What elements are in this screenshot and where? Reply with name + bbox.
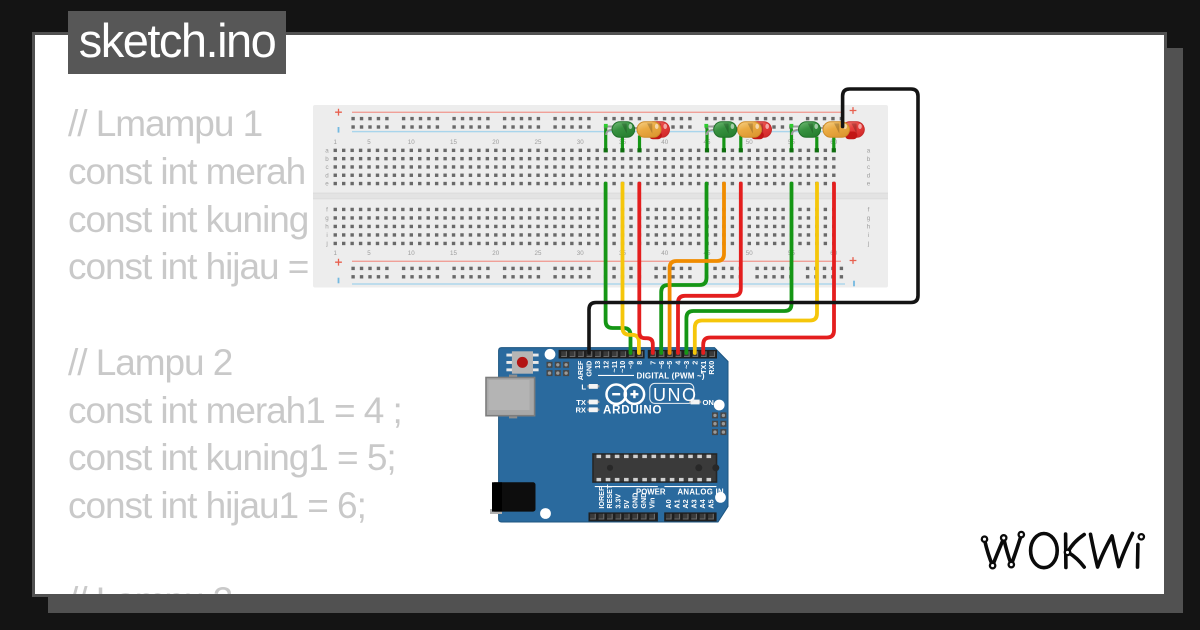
svg-text:~6: ~6 [657,361,666,369]
svg-text:~9: ~9 [627,361,636,369]
svg-text:A4: A4 [698,499,707,508]
svg-text:25: 25 [535,139,542,146]
svg-text:GND: GND [639,493,648,509]
svg-text:25: 25 [535,250,542,257]
svg-text:30: 30 [577,139,584,146]
svg-text:L: L [581,382,586,391]
svg-text:g: g [325,215,329,222]
svg-text:RESET: RESET [605,484,614,509]
svg-text:A0: A0 [664,499,673,508]
svg-text:A3: A3 [690,499,699,508]
svg-text:a: a [325,148,329,155]
svg-text:15: 15 [450,250,457,257]
svg-text:1: 1 [333,250,337,257]
svg-text:ANALOG IN: ANALOG IN [678,487,725,496]
svg-text:8: 8 [635,361,644,365]
svg-text:i: i [326,232,327,239]
svg-text:AREF: AREF [576,360,585,380]
svg-text:50: 50 [746,250,753,257]
svg-text:h: h [325,224,329,231]
svg-text:g: g [867,215,871,222]
svg-text:3.3V: 3.3V [614,494,623,509]
svg-text:40: 40 [661,139,668,146]
svg-text:5: 5 [367,139,371,146]
svg-text:5: 5 [367,250,371,257]
svg-text:4: 4 [674,361,683,365]
svg-text:1: 1 [333,139,337,146]
svg-text:d: d [325,172,329,179]
svg-text:20: 20 [492,250,499,257]
svg-text:2: 2 [690,361,699,365]
svg-text:e: e [325,181,329,188]
svg-text:~3: ~3 [682,361,691,369]
svg-text:ARDUINO: ARDUINO [603,405,662,417]
svg-text:50: 50 [746,139,753,146]
svg-text:~10: ~10 [618,361,627,373]
svg-text:RX0: RX0 [707,361,716,375]
svg-text:A2: A2 [681,499,690,508]
svg-text:7: 7 [648,361,657,365]
svg-text:A5: A5 [706,499,715,508]
svg-text:b: b [867,156,871,163]
svg-text:f: f [868,207,870,214]
svg-text:A1: A1 [673,499,682,508]
svg-text:DIGITAL (PWM ~): DIGITAL (PWM ~) [637,371,705,380]
svg-text:5V: 5V [622,500,631,509]
svg-text:Vin: Vin [648,498,657,509]
svg-text:40: 40 [661,250,668,257]
svg-text:TX: TX [576,398,586,407]
svg-text:IOREF: IOREF [597,486,606,509]
svg-text:20: 20 [492,139,499,146]
svg-text:13: 13 [593,361,602,369]
svg-text:15: 15 [450,139,457,146]
svg-text:RX: RX [575,406,586,415]
svg-text:a: a [867,148,871,155]
svg-text:10: 10 [408,139,415,146]
svg-text:GND: GND [631,493,640,509]
svg-text:POWER: POWER [636,487,666,496]
svg-text:c: c [325,164,328,171]
svg-text:GND: GND [585,361,594,377]
svg-text:UNO: UNO [653,385,698,405]
svg-text:~5: ~5 [665,361,674,369]
svg-text:j: j [325,241,327,248]
svg-text:j: j [867,241,869,248]
svg-text:e: e [867,181,871,188]
svg-text:i: i [868,232,869,239]
svg-text:TX1: TX1 [699,361,708,374]
svg-text:h: h [867,224,871,231]
svg-text:~11: ~11 [610,361,619,373]
svg-text:10: 10 [408,250,415,257]
svg-text:ON: ON [703,398,714,407]
svg-text:c: c [867,164,870,171]
svg-text:30: 30 [577,250,584,257]
svg-text:12: 12 [601,361,610,369]
svg-text:f: f [326,207,328,214]
svg-text:d: d [867,172,871,179]
svg-text:b: b [325,156,329,163]
